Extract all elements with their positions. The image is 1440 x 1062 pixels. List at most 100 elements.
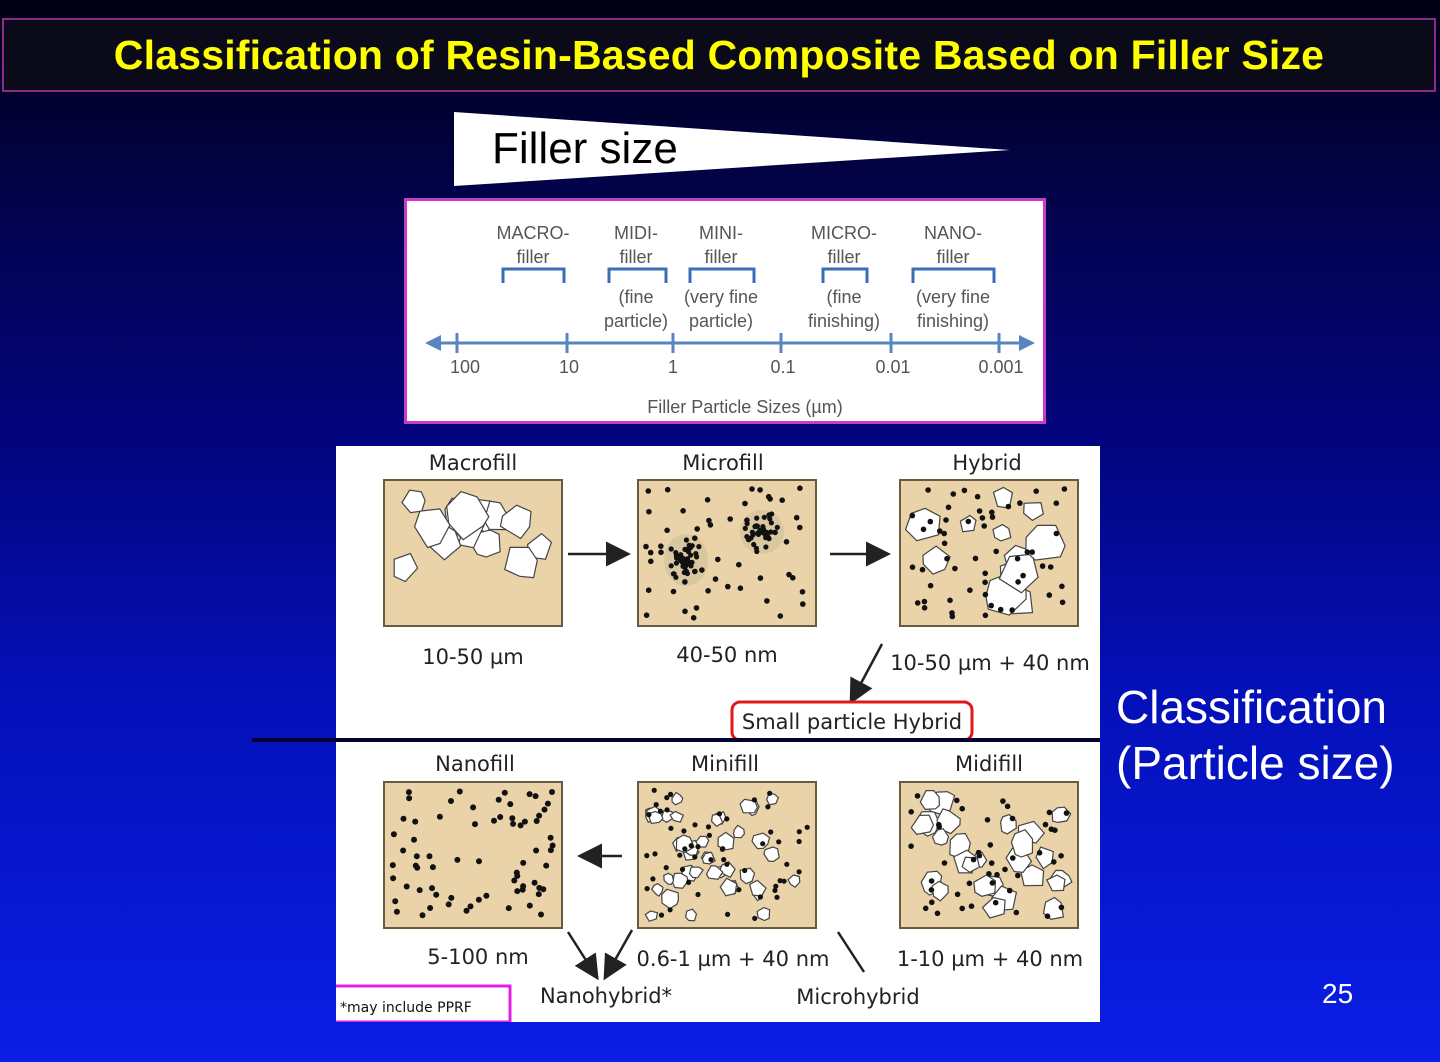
nano-particle: [664, 486, 671, 493]
nano-particle: [768, 520, 774, 526]
tick-label-0-001: 0.001: [978, 357, 1023, 377]
filler-particle: [705, 864, 724, 880]
nano-particle: [705, 588, 711, 594]
nano-particle: [727, 516, 733, 522]
nano-particle: [1033, 488, 1039, 494]
category-name-mini: MINI-: [699, 223, 743, 243]
nano-particle: [412, 818, 419, 825]
nano-particle: [773, 883, 779, 889]
nano-particle: [721, 857, 727, 863]
nano-particle: [390, 875, 397, 882]
nano-particle: [533, 847, 540, 854]
nano-particle: [1002, 866, 1008, 873]
nano-particle: [1015, 579, 1021, 585]
nano-particle: [757, 487, 763, 493]
nano-particle: [491, 817, 497, 824]
tick-label-100: 100: [450, 357, 480, 377]
nano-particle: [760, 526, 767, 533]
nano-particle: [751, 541, 757, 548]
category-sub-mini: filler: [704, 247, 737, 267]
filler-particle: [763, 846, 780, 863]
nano-particle: [755, 531, 762, 537]
hybrid-composite-box: [899, 479, 1079, 627]
nano-particle: [796, 838, 802, 845]
nano-particle: [643, 543, 649, 550]
scale-axis: [425, 333, 1035, 353]
nano-particle: [705, 824, 712, 830]
macrofill-composite-box: [383, 479, 563, 627]
nano-particle: [1061, 486, 1068, 492]
nano-particle: [677, 852, 683, 858]
nano-particle: [547, 834, 554, 841]
nano-particle: [768, 829, 774, 835]
category-note2-micro: finishing): [808, 311, 880, 331]
nano-particle: [909, 564, 916, 570]
nano-particle: [954, 797, 960, 804]
nano-particle: [1051, 859, 1057, 865]
nano-particle: [772, 529, 778, 536]
nano-particle: [393, 908, 400, 915]
nano-particle: [1039, 563, 1046, 569]
nano-particle: [658, 543, 664, 549]
nano-particle: [544, 800, 551, 807]
nano-particle: [1006, 887, 1013, 894]
filler-particle: [919, 790, 940, 811]
nano-particle: [454, 856, 461, 863]
nano-particle: [779, 497, 785, 503]
filler-particle: [787, 874, 801, 888]
nano-particle: [979, 515, 986, 521]
nano-particle: [696, 544, 702, 550]
nano-particle: [652, 851, 658, 857]
nano-particle: [1058, 904, 1065, 911]
classification-label: Classification: [1116, 681, 1387, 733]
nano-particle: [776, 839, 782, 845]
nano-particle: [1044, 913, 1051, 919]
nano-particle: [405, 789, 412, 796]
nano-particle: [668, 546, 674, 552]
nano-particle: [686, 879, 692, 885]
category-note2-nano: finishing): [917, 311, 989, 331]
nano-particle: [514, 872, 521, 879]
nano-particle: [644, 853, 650, 859]
nano-particle: [413, 853, 420, 860]
nano-particle: [1013, 909, 1020, 916]
nano-particle: [984, 817, 991, 823]
nanohybrid-label: Nanohybrid*: [540, 984, 672, 1008]
nano-particle: [997, 606, 1004, 613]
nano-particle: [992, 899, 999, 906]
nano-particle: [535, 891, 542, 898]
title-bar: Classification of Resin-Based Composite …: [2, 18, 1436, 92]
nano-particle: [467, 903, 474, 910]
arrow-minifill-to-nanohybrid: [603, 929, 634, 981]
nano-particle: [959, 805, 965, 812]
nano-particle: [1058, 853, 1064, 859]
nano-particle: [1024, 549, 1031, 555]
nano-particle: [643, 612, 650, 618]
filler-particle: [651, 883, 664, 897]
filler-particle: [688, 866, 704, 879]
filler-particle: [732, 824, 746, 839]
filler-particle: [446, 490, 490, 541]
nano-particle: [937, 528, 943, 534]
axis-label: Filler Particle Sizes (µm): [647, 397, 842, 417]
tick-label-10: 10: [559, 357, 579, 377]
nano-particle: [945, 504, 952, 511]
nano-particle: [950, 491, 957, 497]
size-minifill: 0.6-1 µm + 40 nm: [637, 947, 830, 971]
nano-particle: [1059, 599, 1066, 606]
nano-particle: [651, 787, 657, 793]
footnote-box: [330, 984, 512, 1024]
nano-particle: [750, 532, 756, 538]
nano-particle: [673, 550, 679, 556]
nano-particle: [790, 575, 796, 581]
nano-particle: [549, 789, 555, 795]
title-minifill: Minifill: [691, 752, 759, 776]
category-name-midi: MIDI-: [614, 223, 658, 243]
nano-particle: [749, 486, 755, 492]
filler-particle: [751, 832, 771, 850]
nano-particle: [719, 846, 725, 852]
small-particle-hybrid-label: Small particle Hybrid: [742, 710, 962, 734]
filler-particle: [393, 552, 419, 583]
nano-particle: [456, 788, 463, 795]
nano-particle: [967, 587, 973, 593]
